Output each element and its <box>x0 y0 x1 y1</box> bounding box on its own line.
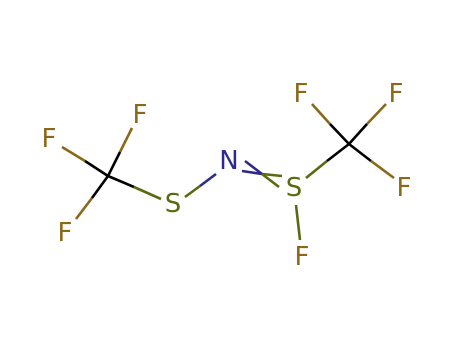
nitrogen-atom: N <box>219 146 238 176</box>
bond-c1-s1 <box>107 174 162 201</box>
bond-c1-f3 <box>74 175 110 220</box>
fluorine-atom-left-top: F <box>133 100 148 130</box>
bond-c1-f1 <box>61 145 109 178</box>
bond-c2-f5 <box>311 103 350 145</box>
sulfur-atom-right: S <box>286 173 303 203</box>
fluorine-atom-left-upper: F <box>42 124 57 154</box>
bond-n1-s2-double <box>241 159 283 189</box>
bond-s1-n1 <box>184 172 217 199</box>
bond-c2-f7 <box>348 142 395 180</box>
bond-s2-f4 <box>294 204 302 241</box>
fluorine-atom-left-lower: F <box>58 218 73 248</box>
fluorine-atom-right-left: F <box>294 79 309 109</box>
fluorine-atom-right-lower: F <box>397 173 412 203</box>
bond-s2-c2 <box>305 142 350 180</box>
fluorine-atom-on-sulfur: F <box>295 242 310 272</box>
bond-c2-f6 <box>348 103 387 145</box>
bond-c1-f2 <box>106 127 134 177</box>
sulfur-atom-left: S <box>165 189 182 219</box>
fluorine-atom-right-right: F <box>389 79 404 109</box>
